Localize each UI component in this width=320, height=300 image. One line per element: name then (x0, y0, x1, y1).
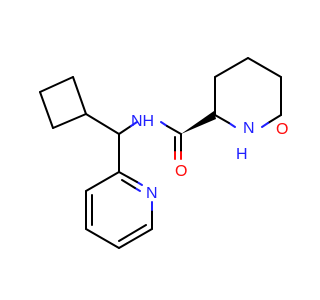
bond-pip-3 (247, 57, 282, 78)
pyridine-n-label: N (146, 185, 158, 202)
bond-py-4-inner (118, 224, 147, 242)
ring-h-label: H (236, 146, 248, 163)
wedge-bond-alpha (181, 111, 216, 134)
bond-ch-to-nh-b (130, 121, 138, 127)
bond-pip-2 (214, 57, 249, 78)
structure-canvas: NH O H N O N (39, 57, 289, 249)
bond-py-6-b (118, 171, 138, 183)
piperidinone-ring (214, 57, 282, 128)
carbonyl-o-label: O (175, 163, 187, 180)
amide-n-label: NH (131, 113, 154, 130)
lactam-o-label: O (276, 121, 288, 138)
bond-nh-to-c-a (160, 121, 168, 127)
bond-cb-left (39, 91, 54, 129)
bond-py-3 (85, 228, 120, 249)
bond-cb-right (72, 76, 87, 115)
bond-ch-to-nh-a (118, 125, 132, 135)
bond-py-1 (85, 171, 120, 192)
pyridine-ring (85, 171, 153, 249)
bond-pip-6-b (214, 114, 230, 124)
bond-pip-5-a (267, 114, 282, 124)
bond-py-6-inner-b (121, 179, 136, 189)
molecule-drawing: NH O H N O N (39, 57, 288, 249)
bond-cb-bottom (52, 113, 87, 129)
bond-py-4 (118, 228, 153, 249)
bond-cb-top (39, 76, 74, 93)
cyclobutyl-ring (39, 76, 87, 129)
ring-n-label: N (243, 120, 255, 137)
bond-nh-to-c-b (166, 125, 182, 135)
bond-pip-6-a (228, 122, 236, 128)
bond-pip-5-b (261, 122, 269, 128)
bond-cb-to-ch (85, 113, 120, 135)
